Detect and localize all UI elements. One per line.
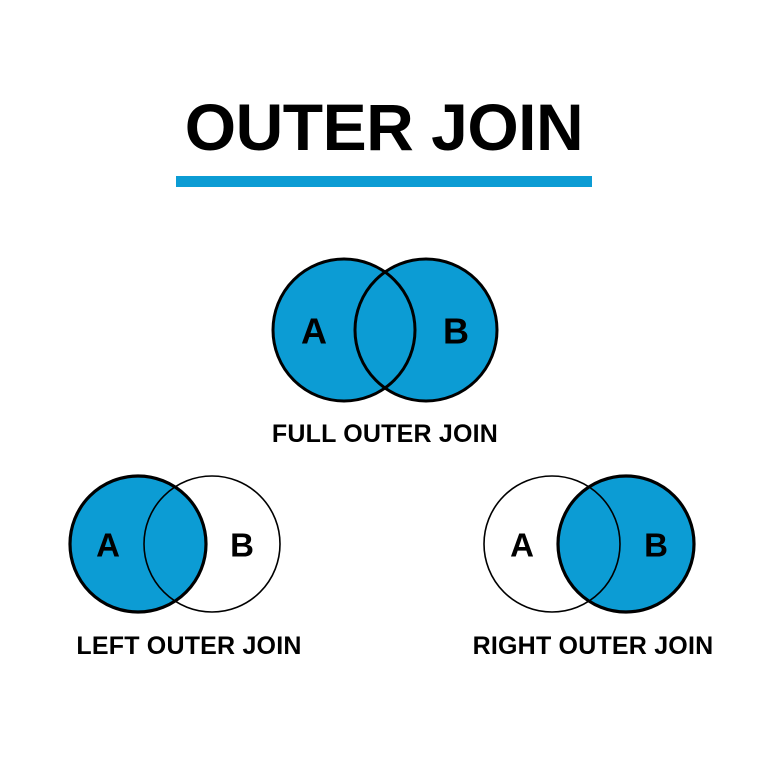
caption-right-outer-join: RIGHT OUTER JOIN (472, 632, 714, 660)
caption-full-outer-join: FULL OUTER JOIN (271, 420, 499, 448)
venn-diagram-right-outer-join: A B RIGHT OUTER JOIN (464, 468, 722, 661)
set-b-outline-right (556, 474, 696, 614)
page-title: OUTER JOIN (184, 90, 584, 164)
intersection-region-full (355, 259, 415, 401)
set-a-outline-right (483, 475, 621, 613)
set-a-outline-left (68, 474, 208, 614)
set-a-label-right: A (510, 527, 534, 564)
venn-diagram-full-outer-join: A B FULL OUTER JOIN (264, 250, 506, 449)
set-a-label-full: A (301, 311, 327, 352)
intersection-region-right (558, 476, 620, 612)
set-b-outline-full (353, 257, 499, 403)
set-b-label-right: B (644, 527, 668, 564)
set-b-outline-left (143, 475, 281, 613)
venn-svg-full-outer-join: A B (271, 257, 499, 403)
set-b-label-full: B (443, 311, 469, 352)
title-block: OUTER JOIN (0, 92, 768, 162)
venn-svg-left-outer-join: A B (68, 474, 281, 614)
venn-diagram-left-outer-join: A B LEFT OUTER JOIN (60, 468, 318, 661)
set-a-outline-full (271, 257, 417, 403)
set-b-label-left: B (230, 527, 254, 564)
intersection-region-left (144, 476, 206, 612)
venn-svg-right-outer-join: A B (483, 474, 696, 614)
title-underline-bar (176, 176, 592, 187)
caption-left-outer-join: LEFT OUTER JOIN (76, 632, 302, 660)
set-a-label-left: A (96, 527, 120, 564)
